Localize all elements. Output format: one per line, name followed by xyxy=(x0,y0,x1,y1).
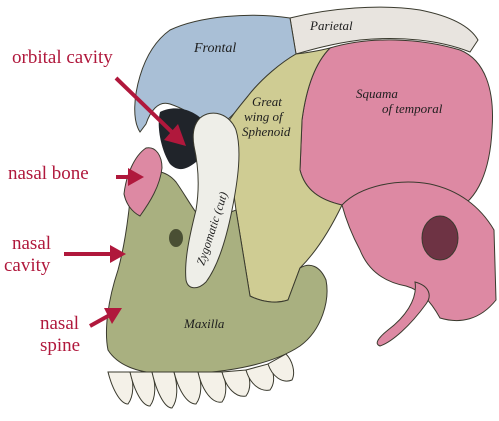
nasal-spine-arrow-line xyxy=(89,314,109,328)
great-wing-label-line3: Sphenoid xyxy=(242,124,291,139)
infraorbital-foramen xyxy=(169,229,183,247)
nasal-bone-label: nasal bone xyxy=(8,163,89,184)
tooth xyxy=(129,371,156,407)
great-wing-label-line2: wing of xyxy=(244,109,285,124)
temporal-lower xyxy=(341,181,497,321)
nasal-spine-label-line1: nasal xyxy=(40,313,80,334)
tooth xyxy=(221,369,251,397)
maxilla-label: Maxilla xyxy=(183,316,225,331)
tooth xyxy=(197,371,227,403)
nasal-cavity-arrow-head xyxy=(110,245,126,263)
styloid-process xyxy=(376,281,430,347)
orbital-cavity-label: orbital cavity xyxy=(12,47,113,68)
parietal-bone xyxy=(289,6,479,55)
orbital-cavity-arrow-head xyxy=(164,124,186,146)
nasal-bone-arrow-head xyxy=(128,168,144,186)
nasal-spine-label-line2: spine xyxy=(40,335,81,356)
zygomatic-bone xyxy=(185,112,240,289)
squama-label-line1: Squama xyxy=(356,86,398,101)
squama-label-line2: of temporal xyxy=(382,101,443,116)
tooth xyxy=(151,371,178,409)
parietal-label: Parietal xyxy=(309,18,353,33)
tooth xyxy=(267,353,295,382)
orbital-cavity-arrow-line xyxy=(114,76,178,138)
nasal-cavity-label-line2: cavity xyxy=(4,255,51,276)
great-wing-label-line1: Great xyxy=(252,94,282,109)
teeth-row xyxy=(107,353,295,409)
external-acoustic-meatus xyxy=(421,215,459,261)
callout-arrows xyxy=(64,76,186,328)
nasal-cavity-label-line1: nasal xyxy=(12,233,52,254)
frontal-label: Frontal xyxy=(193,41,236,56)
tooth xyxy=(173,371,202,405)
tooth xyxy=(107,371,134,405)
nasal-spine-arrow-head xyxy=(104,308,122,324)
